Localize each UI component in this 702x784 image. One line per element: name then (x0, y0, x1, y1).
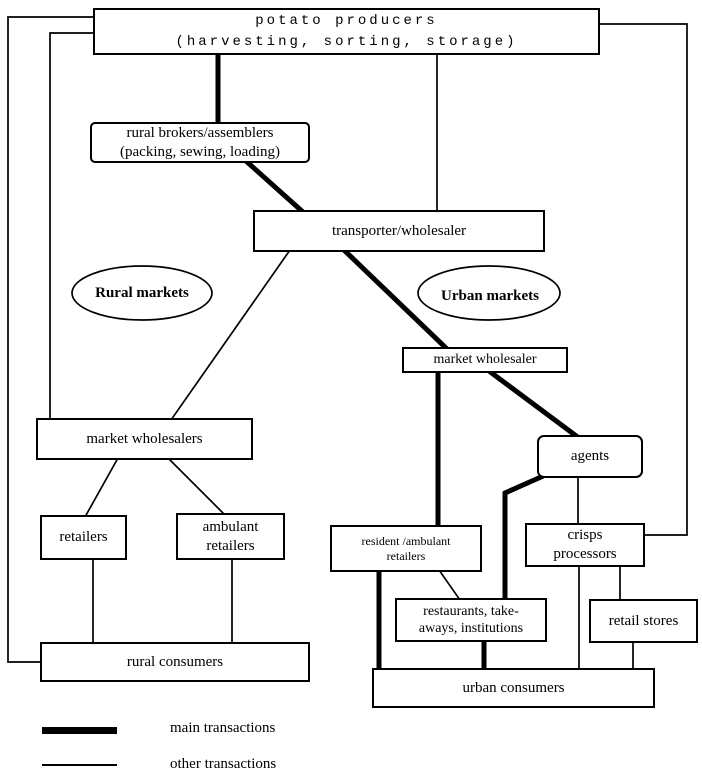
edge-transporter-market-wholesaler-main (340, 246, 452, 354)
edge-resident-restaurants-other (437, 568, 462, 602)
node-label: potato producers (harvesting, sorting, s… (175, 13, 518, 50)
node-resident-ambulant-retailers: resident /ambulant retailers (330, 525, 482, 572)
node-restaurants: restaurants, take- aways, institutions (395, 598, 547, 642)
node-label: resident /ambulant retailers (361, 533, 451, 563)
node-transporter-wholesaler: transporter/wholesaler (253, 210, 545, 252)
node-label: crisps processors (553, 527, 617, 562)
node-label: rural consumers (126, 653, 224, 670)
edge-producers-crisps-other (597, 23, 688, 536)
other-transactions-line-swatch (42, 764, 117, 766)
rural-markets-label: Rural markets (95, 284, 189, 301)
edge-market-wholesalers-ambulant-other (166, 456, 227, 517)
legend-other-label: other transactions (170, 756, 277, 772)
node-label: agents (570, 448, 610, 465)
legend-main-label: main transactions (170, 720, 276, 736)
node-label: market wholesaler (433, 352, 537, 368)
edge-transporter-market-wholesalers-other (169, 248, 292, 422)
node-label: transporter/wholesaler (331, 222, 467, 239)
edge-market-wholesalers-retailers-other (83, 456, 120, 519)
node-rural-brokers: rural brokers/assemblers (packing, sewin… (90, 122, 310, 163)
urban-markets-ellipse (417, 265, 561, 321)
edge-agents-restaurants-main (502, 473, 545, 603)
node-rural-consumers: rural consumers (40, 642, 310, 682)
node-label: market wholesalers (86, 430, 203, 447)
node-market-wholesaler-urban: market wholesaler (402, 347, 568, 373)
node-label: rural brokers/assemblers (packing, sewin… (120, 124, 280, 160)
main-transactions-line-swatch (42, 727, 117, 734)
node-potato-producers: potato producers (harvesting, sorting, s… (93, 8, 600, 55)
legend-other-transactions (42, 764, 117, 766)
edge-brokers-transporter-main (242, 157, 308, 217)
node-agents: agents (537, 435, 643, 478)
node-ambulant-retailers: ambulant retailers (176, 513, 285, 560)
node-label: retail stores (608, 612, 679, 629)
rural-markets-ellipse (71, 265, 213, 321)
node-crisps-processors: crisps processors (525, 523, 645, 567)
urban-markets-label: Urban markets (441, 287, 539, 304)
node-urban-consumers: urban consumers (372, 668, 655, 708)
legend-main-transactions (42, 727, 117, 734)
node-retail-stores: retail stores (589, 599, 698, 643)
edge-producers-rural-consumers-other (7, 16, 95, 663)
node-label: ambulant retailers (202, 518, 259, 554)
node-label: retailers (59, 529, 108, 546)
edge-producers-market-wholesalers-other (49, 32, 95, 421)
node-label: restaurants, take- aways, institutions (418, 603, 524, 637)
node-retailers: retailers (40, 515, 127, 560)
node-label: urban consumers (462, 679, 565, 696)
edge-market-wholesaler-agents-main (485, 367, 583, 442)
node-market-wholesalers-rural: market wholesalers (36, 418, 253, 460)
